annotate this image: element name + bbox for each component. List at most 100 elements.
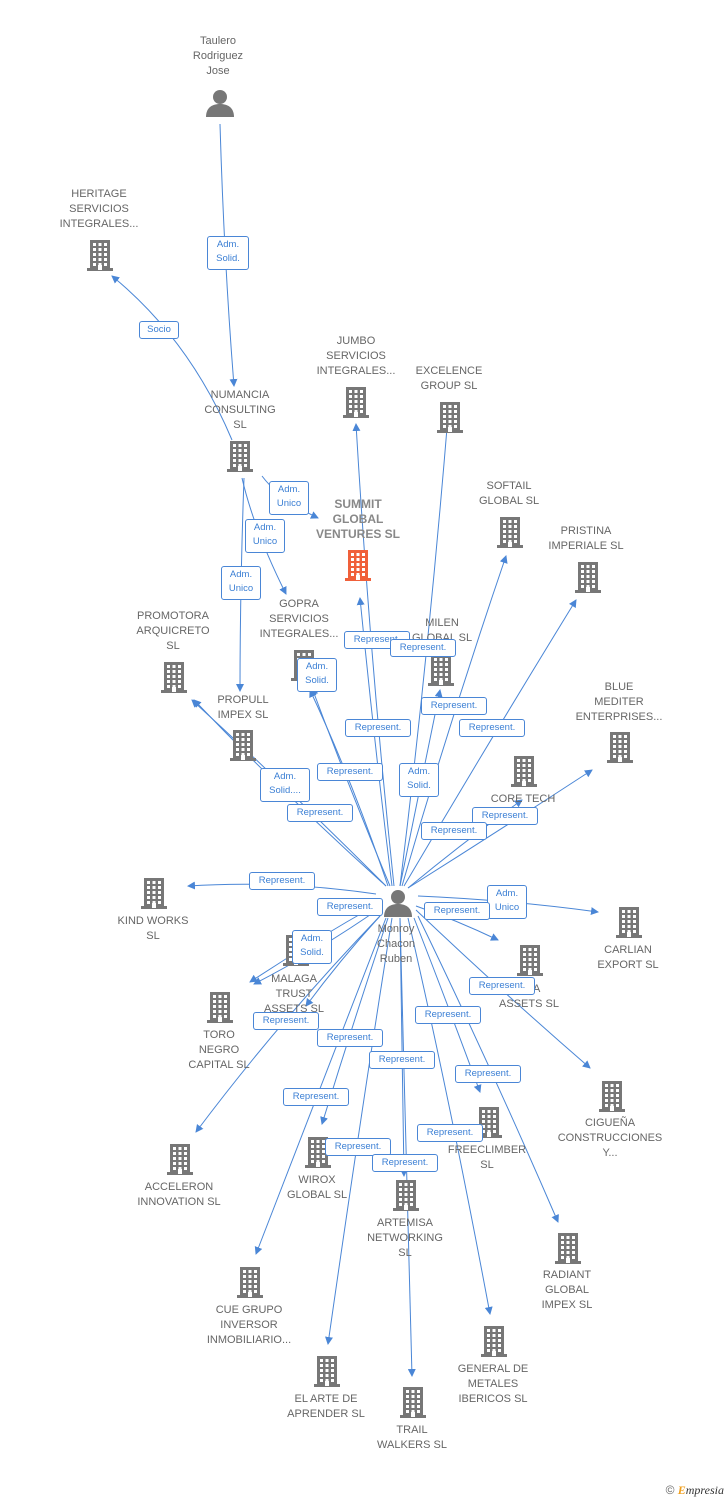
building-icon[interactable] <box>391 1178 421 1217</box>
building-icon[interactable] <box>614 905 644 944</box>
company-label-excelence[interactable]: EXCELENCE GROUP SL <box>415 365 483 392</box>
building-icon[interactable] <box>228 728 258 767</box>
person-label-monroy[interactable]: Monroy Chacon Ruben <box>377 923 415 965</box>
company-label-jumbo[interactable]: JUMBO SERVICIOS INTEGRALES... <box>316 335 396 377</box>
relation-label-r_monroy_malaga_a[interactable]: Adm. Solid. <box>292 930 332 964</box>
company-label-summit[interactable]: SUMMIT GLOBAL VENTURES SL <box>315 497 400 541</box>
company-label-freeclimber[interactable]: FREECLIMBER SL <box>447 1144 527 1171</box>
relation-label-r_monroy_coretech[interactable]: Represent. <box>390 639 456 657</box>
company-label-trail[interactable]: TRAIL WALKERS SL <box>377 1424 447 1451</box>
building-icon[interactable] <box>474 1105 504 1144</box>
relation-label-r_monroy_kindworks[interactable]: Represent. <box>249 872 315 890</box>
building-icon[interactable] <box>235 1265 265 1304</box>
company-label-cue[interactable]: CUE GRUPO INVERSOR INMOBILIARIO... <box>206 1304 292 1346</box>
relation-label-r_monroy_wirox[interactable]: Represent. <box>283 1088 349 1106</box>
company-label-kindworks[interactable]: KIND WORKS SL <box>117 915 189 942</box>
edge-r_monroy_gopra_a <box>310 687 391 887</box>
relation-label-r_monroy_ciguena[interactable]: Represent. <box>469 977 535 995</box>
relation-label-r_monroy_gopra_a[interactable]: Adm. Solid. <box>297 658 337 692</box>
building-icon[interactable] <box>312 1354 342 1393</box>
building-icon[interactable] <box>159 660 189 699</box>
building-icon[interactable] <box>553 1231 583 1270</box>
building-icon[interactable] <box>205 990 235 1029</box>
company-label-heritage[interactable]: HERITAGE SERVICIOS INTEGRALES... <box>59 188 139 230</box>
relation-label-r_monroy_radiant[interactable]: Represent. <box>455 1065 521 1083</box>
relation-label-r_numancia_propull[interactable]: Adm. Unico <box>221 566 261 600</box>
relation-label-r_monroy_toro[interactable]: Represent. <box>253 1012 319 1030</box>
relation-label-r_monroy_jumbo[interactable]: Represent. <box>345 719 411 737</box>
edge-r_monroy_blue <box>407 769 593 889</box>
person-label-taulero[interactable]: Taulero Rodriguez Jose <box>192 35 244 77</box>
building-icon[interactable] <box>398 1385 428 1424</box>
company-label-softail[interactable]: SOFTAIL GLOBAL SL <box>478 480 540 507</box>
relation-label-r_monroy_laassets_r[interactable]: Represent. <box>424 902 490 920</box>
brand-logo[interactable]: Empresia <box>677 1483 724 1497</box>
company-label-elarte[interactable]: EL ARTE DE APRENDER SL <box>287 1393 365 1420</box>
company-label-propull[interactable]: PROPULL IMPEX SL <box>217 694 269 721</box>
relation-label-r_monroy_trail[interactable]: Represent. <box>372 1154 438 1172</box>
building-icon[interactable] <box>426 653 456 692</box>
relation-label-r_monroy_gopra_r[interactable]: Represent. <box>317 763 383 781</box>
company-label-numancia[interactable]: NUMANCIA CONSULTING SL <box>204 389 276 431</box>
company-label-carlian[interactable]: CARLIAN EXPORT SL <box>597 944 659 971</box>
company-label-artemisa[interactable]: ARTEMISA NETWORKING SL <box>367 1217 443 1259</box>
company-label-toro[interactable]: TORO NEGRO CAPITAL SL <box>188 1029 250 1071</box>
building-icon[interactable] <box>597 1079 627 1118</box>
company-label-blue[interactable]: BLUE MEDITER ENTERPRISES... <box>575 681 663 723</box>
company-label-pristina[interactable]: PRISTINA IMPERIALE SL <box>548 525 624 552</box>
company-label-malaga[interactable]: MALAGA TRUST ASSETS SL <box>264 973 324 1015</box>
edge-r_monroy_general <box>407 917 493 1315</box>
edge-r_monroy_cue <box>254 917 387 1255</box>
building-icon[interactable] <box>139 876 169 915</box>
relation-label-r_monroy_pristina[interactable]: Represent. <box>472 807 538 825</box>
edge-r_monroy_pristina <box>403 599 577 887</box>
relation-label-r_monroy_cue[interactable]: Represent. <box>325 1138 391 1156</box>
relation-label-r_numancia_gopra[interactable]: Adm. Unico <box>245 519 285 553</box>
copyright-symbol: © <box>665 1483 675 1497</box>
edge-r_monroy_jumbo <box>352 423 395 887</box>
company-label-general[interactable]: GENERAL DE METALES IBERICOS SL <box>457 1363 529 1405</box>
company-label-accel[interactable]: ACCELERON INNOVATION SL <box>137 1181 221 1208</box>
edge-r_monroy_gopra_r <box>309 689 389 887</box>
relation-label-r_taulero_numancia[interactable]: Adm. Solid. <box>207 236 249 270</box>
relation-label-r_monroy_freeclimber[interactable]: Represent. <box>415 1006 481 1024</box>
company-label-gopra[interactable]: GOPRA SERVICIOS INTEGRALES... <box>259 598 339 640</box>
relation-label-r_monroy_general[interactable]: Represent. <box>417 1124 483 1142</box>
company-label-radiant[interactable]: RADIANT GLOBAL IMPEX SL <box>541 1269 593 1311</box>
building-icon[interactable] <box>303 1135 333 1174</box>
company-label-promotora[interactable]: PROMOTORA ARQUICRETO SL <box>136 610 210 652</box>
building-icon[interactable] <box>225 439 255 478</box>
building-icon[interactable] <box>435 400 465 439</box>
building-icon[interactable] <box>509 754 539 793</box>
edge-r_monroy_radiant <box>417 915 559 1223</box>
relation-label-r_monroy_accel[interactable]: Represent. <box>317 1029 383 1047</box>
footer-credit: © Empresia <box>666 1483 724 1498</box>
edge-r_monroy_trail <box>399 917 416 1377</box>
edge-r_numancia_heritage <box>111 275 233 441</box>
relation-label-r_numancia_heritage[interactable]: Socio <box>139 321 179 339</box>
relation-label-r_monroy_milen[interactable]: Adm. Solid. <box>399 763 439 797</box>
building-icon[interactable] <box>495 515 525 554</box>
relation-label-r_monroy_blue[interactable]: Represent. <box>421 822 487 840</box>
person-icon[interactable] <box>205 88 235 123</box>
building-icon[interactable] <box>341 385 371 424</box>
edge-r_monroy_softail <box>401 555 508 887</box>
relation-label-r_monroy_promotora_r[interactable]: Represent. <box>287 804 353 822</box>
relation-label-r_monroy_malaga_r[interactable]: Represent. <box>317 898 383 916</box>
person-icon[interactable] <box>383 888 413 923</box>
building-icon[interactable] <box>479 1324 509 1363</box>
building-icon[interactable] <box>85 238 115 277</box>
building-icon[interactable] <box>605 730 635 769</box>
company-label-ciguena[interactable]: CIGUEÑA CONSTRUCCIONES Y... <box>557 1117 663 1159</box>
relation-label-r_monroy_artemisa[interactable]: Represent. <box>369 1051 435 1069</box>
building-icon[interactable] <box>515 943 545 982</box>
building-icon[interactable] <box>343 548 373 587</box>
relation-label-r_monroy_carlian[interactable]: Adm. Unico <box>487 885 527 919</box>
company-label-wirox[interactable]: WIROX GLOBAL SL <box>286 1174 348 1201</box>
relation-label-r_numancia_summit[interactable]: Adm. Unico <box>269 481 309 515</box>
relation-label-r_monroy_promotora_a[interactable]: Adm. Solid.... <box>260 768 310 802</box>
building-icon[interactable] <box>573 560 603 599</box>
relation-label-r_monroy_excelence[interactable]: Represent. <box>421 697 487 715</box>
relation-label-r_monroy_softail[interactable]: Represent. <box>459 719 525 737</box>
building-icon[interactable] <box>165 1142 195 1181</box>
